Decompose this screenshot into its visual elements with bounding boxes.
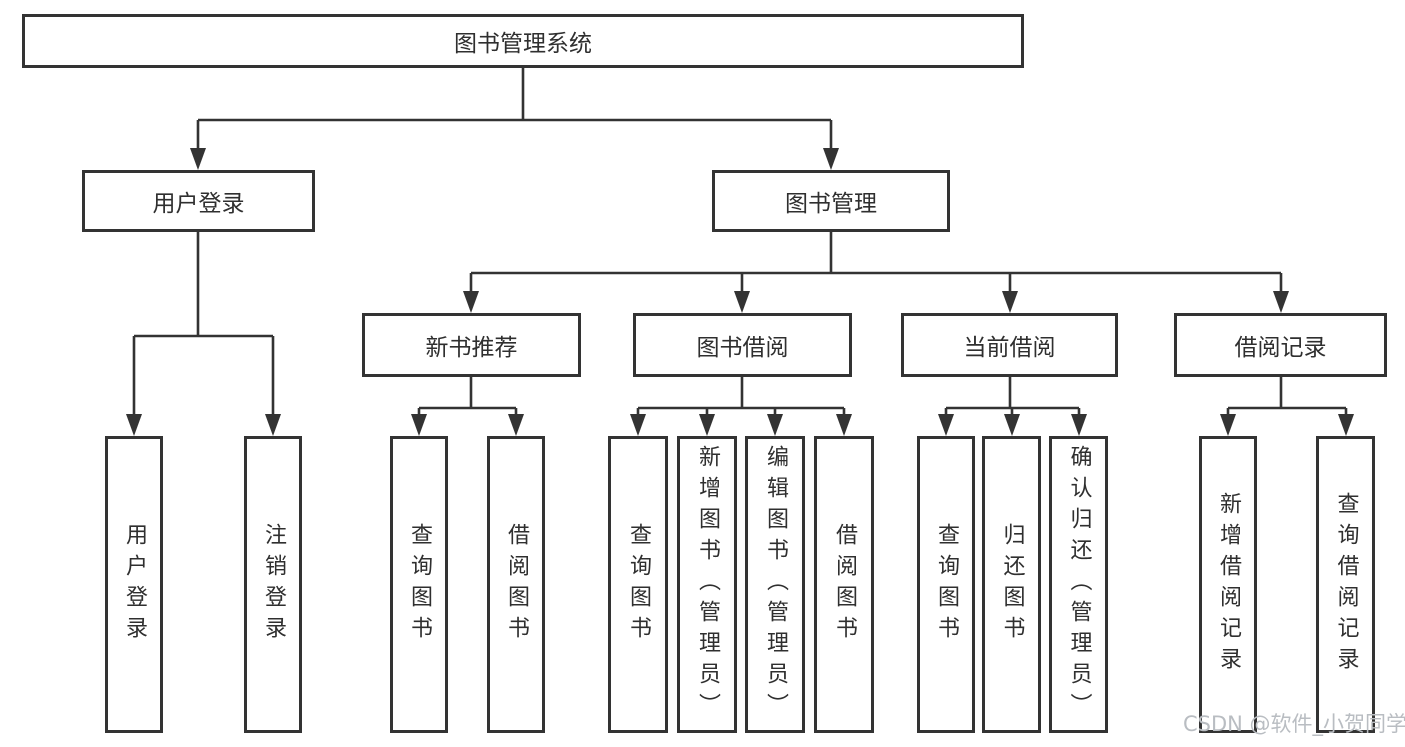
node-book-borrow-label: 图书借阅 [696, 335, 789, 361]
leaf-logout: 注销登录 [244, 436, 302, 733]
leaf-edit-book-admin-label: 编辑图书（管理员） [763, 445, 788, 724]
leaf-logout-label: 注销登录 [261, 522, 286, 647]
node-new-book-recommend-label: 新书推荐 [425, 335, 518, 361]
node-root-library-management-system: 图书管理系统 [22, 14, 1024, 68]
leaf-borrow-books-recommend-label: 借阅图书 [504, 522, 529, 647]
connector-new-book-recommend-to-leaves [411, 377, 524, 436]
node-borrow-records: 借阅记录 [1174, 313, 1387, 377]
node-user-login-label: 用户登录 [152, 191, 245, 217]
leaf-user-login: 用户登录 [105, 436, 163, 733]
leaf-return-book-label: 归还图书 [999, 522, 1025, 647]
leaf-return-book: 归还图书 [982, 436, 1041, 733]
leaf-edit-book-admin: 编辑图书（管理员） [745, 436, 805, 733]
leaf-query-books-recommend-label: 查询图书 [407, 522, 432, 647]
csdn-watermark: CSDN @软件_小贺同学 [1183, 712, 1405, 736]
leaf-confirm-return-admin: 确认归还（管理员） [1049, 436, 1108, 733]
leaf-add-borrow-record-label: 新增借阅记录 [1216, 491, 1241, 678]
leaf-borrow-books-label: 借阅图书 [832, 522, 857, 647]
leaf-query-borrow-record: 查询借阅记录 [1316, 436, 1375, 733]
node-book-management-label: 图书管理 [785, 191, 877, 217]
connector-borrow-records-to-leaves [1220, 377, 1354, 436]
node-book-borrow: 图书借阅 [633, 313, 852, 377]
leaf-borrow-books-recommend: 借阅图书 [487, 436, 545, 733]
leaf-add-book-admin: 新增图书（管理员） [677, 436, 737, 733]
leaf-confirm-return-admin-label: 确认归还（管理员） [1066, 445, 1092, 724]
connector-book-management-to-level3 [463, 232, 1289, 313]
leaf-add-book-admin-label: 新增图书（管理员） [695, 445, 720, 724]
leaf-query-books-current: 查询图书 [917, 436, 975, 733]
node-current-borrow: 当前借阅 [901, 313, 1118, 377]
node-current-borrow-label: 当前借阅 [963, 335, 1056, 361]
connector-root-to-level2 [190, 68, 839, 170]
connector-user-login-to-leaves [126, 232, 281, 436]
leaf-user-login-label: 用户登录 [122, 522, 147, 647]
leaf-query-borrow-record-label: 查询借阅记录 [1333, 491, 1359, 678]
leaf-query-books-borrow: 查询图书 [608, 436, 668, 733]
node-borrow-records-label: 借阅记录 [1234, 335, 1327, 361]
connector-book-borrow-to-leaves [630, 377, 852, 436]
node-root-label: 图书管理系统 [454, 31, 592, 57]
leaf-query-books-current-label: 查询图书 [934, 522, 959, 647]
leaf-add-borrow-record: 新增借阅记录 [1199, 436, 1257, 733]
node-new-book-recommend: 新书推荐 [362, 313, 581, 377]
leaf-query-books-recommend: 查询图书 [390, 436, 448, 733]
node-user-login: 用户登录 [82, 170, 315, 232]
connector-current-borrow-to-leaves [938, 377, 1087, 436]
leaf-borrow-books: 借阅图书 [814, 436, 874, 733]
leaf-query-books-borrow-label: 查询图书 [626, 522, 651, 647]
node-book-management: 图书管理 [712, 170, 950, 232]
